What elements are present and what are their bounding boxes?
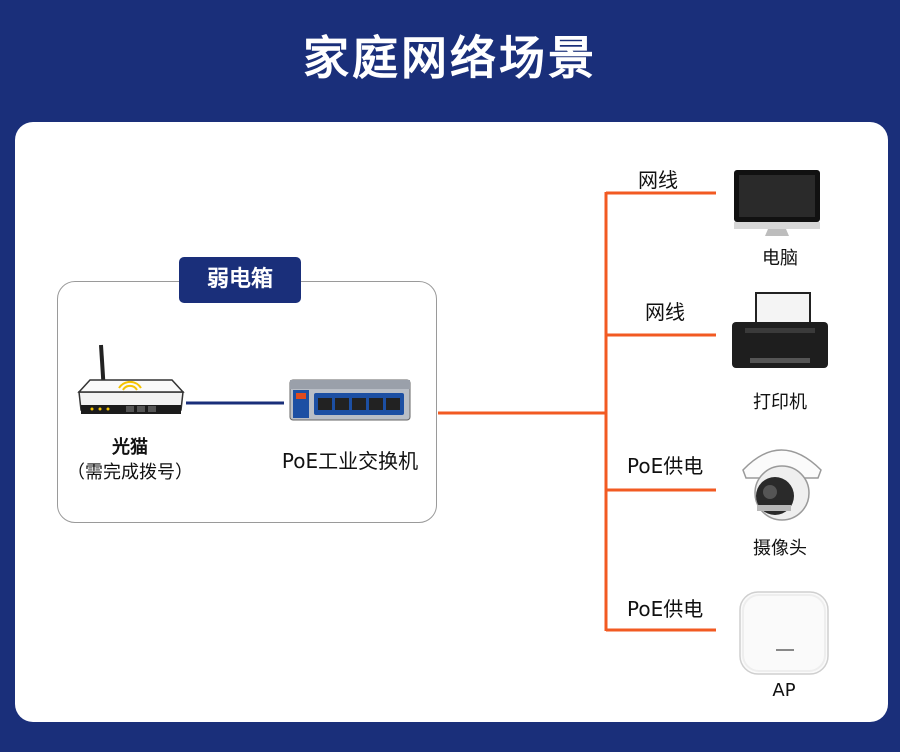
branch-lines [438,191,716,632]
switch-label: PoE工业交换机 [281,449,419,473]
poe-switch-icon [289,379,411,421]
line-label-2: 网线 [645,300,685,324]
line-label-4: PoE供电 [627,597,704,621]
dome-camera-icon [742,449,822,521]
page-title: 家庭网络场景 [303,31,597,85]
modem-sublabel: （需完成拨号） [67,462,193,483]
monitor-icon [734,170,820,236]
router-icon [77,344,185,414]
printer-icon [732,292,828,368]
device-label-camera: 摄像头 [753,538,807,559]
modem-label: 光猫 [112,437,148,458]
device-label-printer: 打印机 [753,392,807,413]
device-label-ap: AP [772,680,796,701]
distribution-box-label: 弱电箱 [179,257,301,303]
access-point-icon [739,591,829,675]
device-label-computer: 电脑 [762,248,798,269]
line-label-3: PoE供电 [627,454,704,478]
line-label-1: 网线 [638,168,678,192]
